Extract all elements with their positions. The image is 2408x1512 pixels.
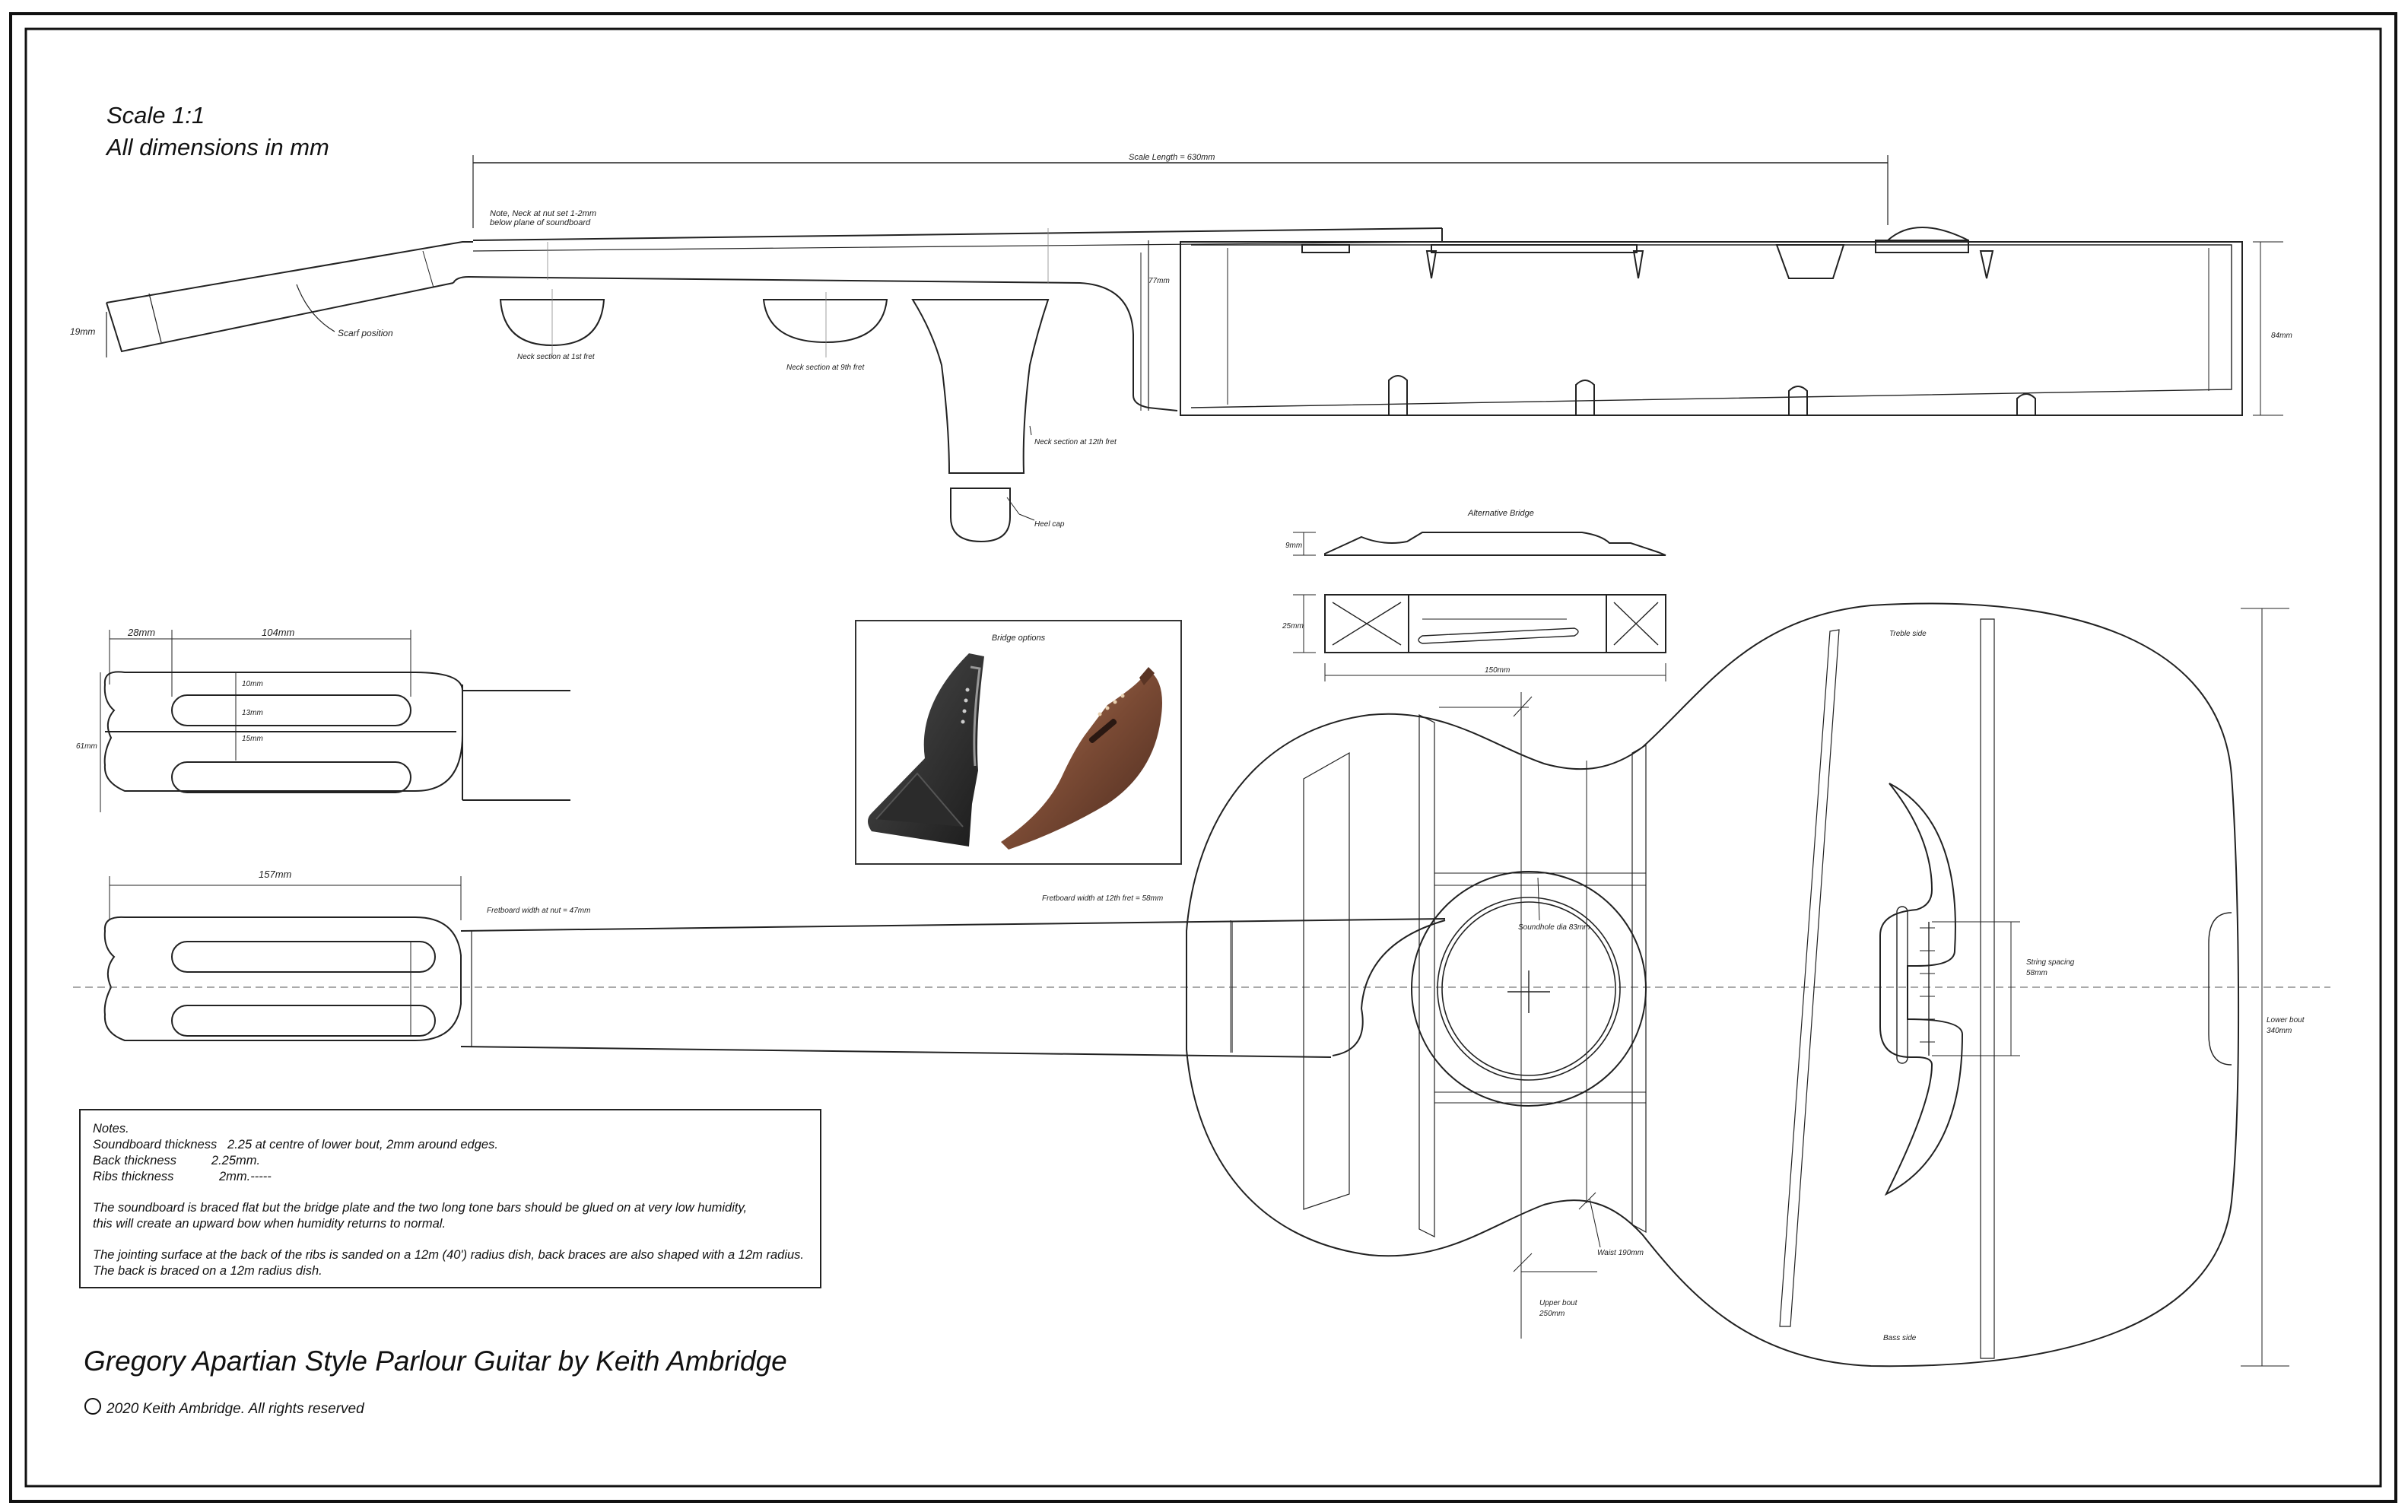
soundhole-label: Soundhole dia 83mm [1518,923,1590,932]
notes-line: Soundboard thickness 2.25 at centre of l… [93,1138,498,1151]
heel-cap-label: Heel cap [1034,520,1065,529]
alt-bridge-length: 150mm [1485,666,1510,675]
drawing-title: Gregory Apartian Style Parlour Guitar by… [84,1345,787,1377]
alternative-bridge [1293,532,1666,681]
headstock-plan-view [103,876,1446,1058]
dim-61mm: 61mm [76,742,97,751]
upper-bout-line1: Upper bout [1539,1299,1578,1307]
notes-line: The soundboard is braced flat but the br… [93,1201,748,1215]
neck-note-line1: Note, Neck at nut set 1-2mm [490,209,596,218]
headstock-thickness-label: 19mm [70,326,95,337]
side-view [106,155,2283,543]
string-spacing-line2: 58mm [2026,969,2047,977]
dim-28mm: 28mm [127,627,155,638]
notes-line: this will create an upward bow when humi… [93,1217,446,1231]
neck-section-1-label: Neck section at 1st fret [517,353,596,361]
dim-157mm: 157mm [259,869,292,880]
dim-13mm: 13mm [242,709,263,717]
lower-bout-line2: 340mm [2267,1027,2292,1035]
heel-depth-label: 77mm [1148,277,1170,285]
upper-bout-line2: 250mm [1539,1310,1565,1318]
lower-bout-line1: Lower bout [2267,1016,2305,1024]
string-spacing-line1: String spacing [2026,958,2075,967]
bridge-photo-image [868,653,1162,850]
body-depth-label: 84mm [2271,332,2292,340]
neck-section-12-label: Neck section at 12th fret [1034,438,1117,446]
dim-15mm: 15mm [242,735,263,743]
body-plan-view [1186,602,2289,1367]
bridge-options-caption: Bridge options [991,634,1046,643]
scale-label: Scale 1:1 [106,102,205,129]
copyright-circle [84,1398,101,1415]
inner-border [24,27,2382,1488]
copyright-text: 2020 Keith Ambridge. All rights reserved [106,1401,365,1417]
notes-line: Back thickness 2.25mm. [93,1154,261,1167]
fretboard-nut-label: Fretboard width at nut = 47mm [487,907,590,915]
notes-heading: Notes. [93,1122,129,1136]
scale-length-label: Scale Length = 630mm [1129,153,1215,162]
bridge-options-photo: Bridge options [855,620,1182,865]
dim-10mm: 10mm [242,680,263,688]
neck-section-9-label: Neck section at 9th fret [786,364,865,372]
scarf-position-label: Scarf position [338,328,393,338]
notes-box: Notes. Soundboard thickness 2.25 at cent… [79,1109,821,1288]
alt-bridge-width: 25mm [1282,622,1304,631]
outer-border [9,12,2397,1503]
waist-label: Waist 190mm [1597,1249,1644,1257]
treble-side-label: Treble side [1889,630,1927,638]
alt-bridge-title: Alternative Bridge [1467,509,1534,518]
bass-side-label: Bass side [1883,1334,1917,1342]
headstock-top-view [100,630,570,812]
notes-line: The jointing surface at the back of the … [93,1248,804,1262]
neck-note-line2: below plane of soundboard [490,218,591,227]
units-label: All dimensions in mm [105,134,329,160]
alt-bridge-height: 9mm [1285,542,1302,550]
notes-line: The back is braced on a 12m radius dish. [93,1264,322,1278]
dim-104mm: 104mm [262,627,295,638]
notes-line: Ribs thickness 2mm.----- [93,1170,272,1183]
fretboard-12-label: Fretboard width at 12th fret = 58mm [1042,894,1163,903]
